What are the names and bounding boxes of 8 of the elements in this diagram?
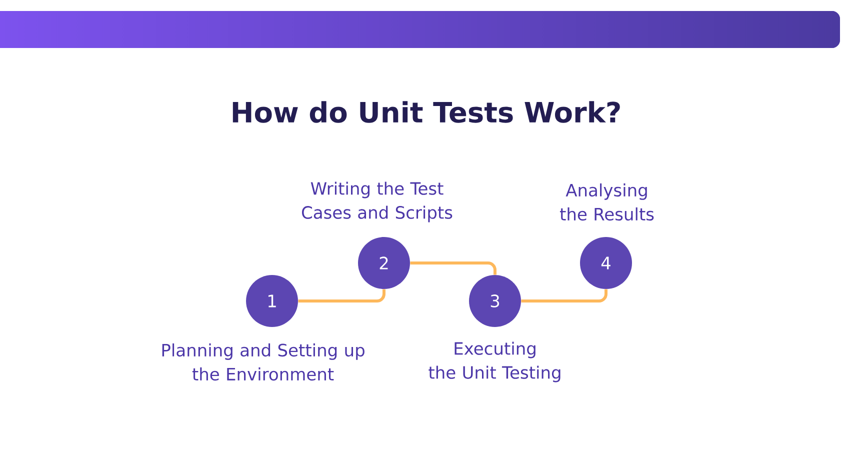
step-caption: Planning and Setting up the Environment — [162, 343, 364, 381]
step-caption: Executing the Unit Testing — [428, 342, 560, 382]
connector-line — [410, 262, 496, 275]
step-caption: Analysing the Results — [560, 183, 654, 221]
step-caption: Writing the Test Cases and Scripts — [302, 182, 452, 222]
connector-line — [521, 289, 608, 302]
connector-line — [298, 289, 386, 302]
title: How do Unit Tests Work? — [232, 101, 620, 123]
